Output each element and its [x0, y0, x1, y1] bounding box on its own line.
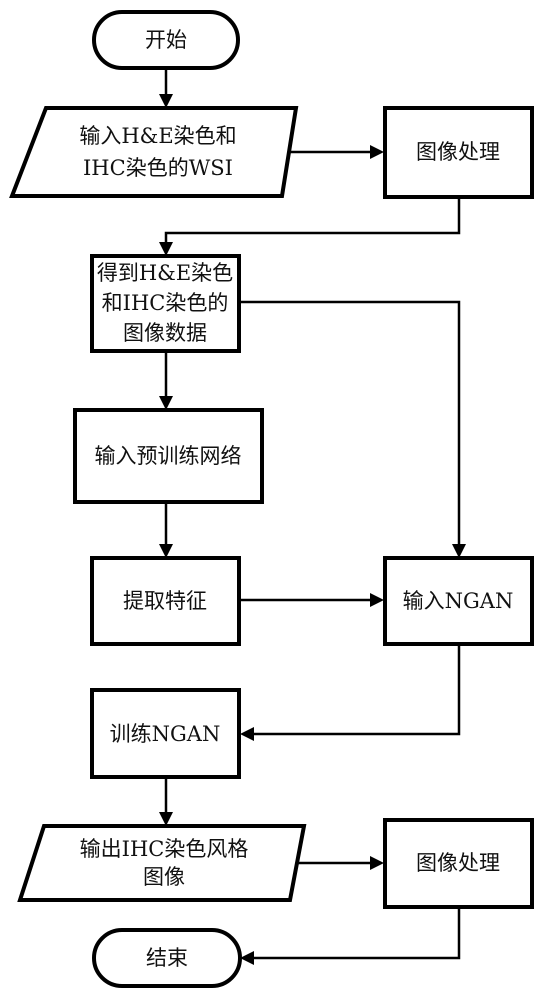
arrowhead	[370, 856, 384, 870]
output-image-label-line1: 输出IHC染色风格	[80, 837, 249, 861]
edge-get-data-to-input-ngan	[240, 300, 461, 546]
image-processing-label-2: 图像处理	[416, 851, 500, 875]
arrowhead	[159, 396, 173, 410]
arrowhead	[159, 94, 173, 108]
arrowhead	[159, 812, 173, 826]
extract-features-label: 提取特征	[123, 589, 207, 613]
get-image-data-node: 得到H&E染色 和IHC染色的 图像数据	[90, 254, 241, 353]
arrowhead	[159, 544, 173, 558]
arrowhead	[240, 951, 254, 965]
get-data-label-line1: 得到H&E染色	[97, 261, 233, 285]
arrowhead	[159, 242, 173, 256]
input-wsi-label-line2: IHC染色的WSI	[83, 156, 233, 180]
connectors	[159, 68, 466, 965]
edge-image-processing-to-get-data	[164, 197, 461, 244]
image-processing-label-1: 图像处理	[416, 140, 500, 164]
output-image-node: 输出IHC染色风格 图像	[17, 824, 307, 902]
input-pretrained-network-node: 输入预训练网络	[73, 408, 264, 504]
input-ngan-label: 输入NGAN	[403, 589, 514, 613]
edge-image-processing-to-end	[252, 907, 461, 960]
start-label: 开始	[145, 28, 187, 52]
train-ngan-label: 训练NGAN	[110, 722, 221, 746]
input-ngan-node: 输入NGAN	[383, 556, 534, 646]
arrowhead	[240, 727, 254, 741]
input-pretrained-label: 输入预训练网络	[95, 444, 242, 468]
train-ngan-node: 训练NGAN	[90, 688, 241, 779]
start-node: 开始	[92, 10, 240, 70]
arrowhead	[370, 145, 384, 159]
output-image-label-line2: 图像	[143, 865, 185, 889]
arrowhead	[452, 544, 466, 558]
image-processing-node-1: 图像处理	[383, 106, 534, 199]
end-label: 结束	[146, 946, 188, 970]
arrowhead	[370, 593, 384, 607]
input-wsi-label-line1: 输入H&E染色和	[79, 124, 236, 148]
get-data-label-line2: 和IHC染色的	[102, 291, 229, 315]
edge-input-ngan-to-train-ngan	[252, 644, 461, 736]
end-node: 结束	[92, 928, 242, 988]
get-data-label-line3: 图像数据	[123, 321, 207, 345]
extract-features-node: 提取特征	[90, 556, 241, 646]
image-processing-node-2: 图像处理	[383, 818, 534, 909]
input-wsi-node: 输入H&E染色和 IHC染色的WSI	[9, 106, 299, 198]
